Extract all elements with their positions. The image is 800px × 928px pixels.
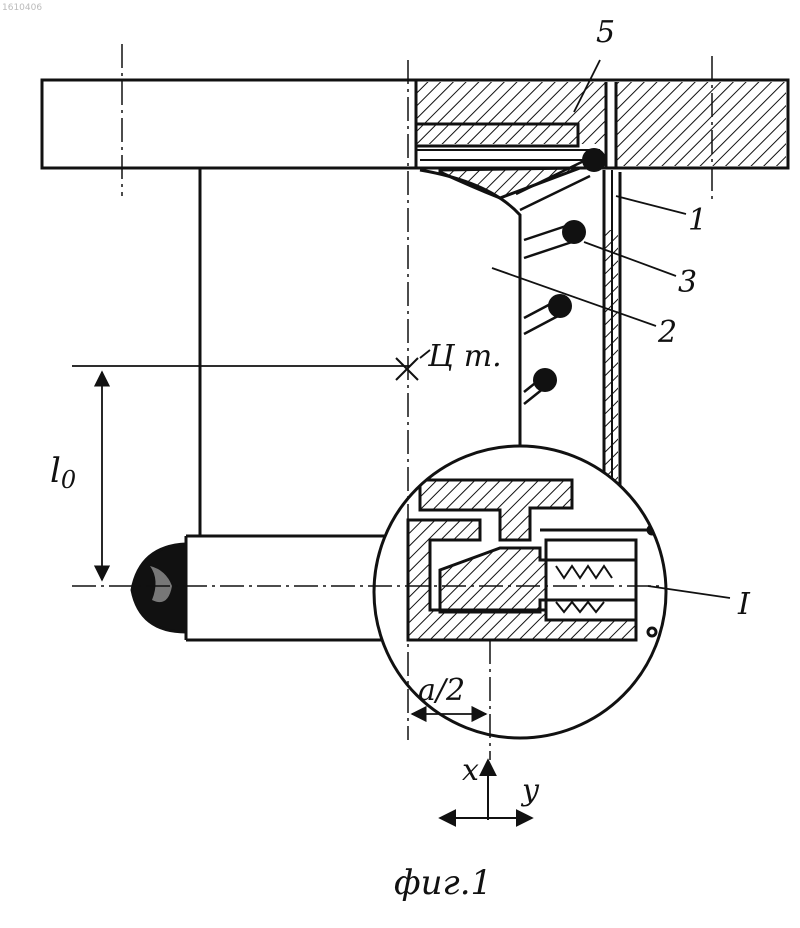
corner-id: 1610406 — [2, 3, 42, 13]
label-axis-y: y — [520, 773, 540, 808]
label-offset: a/2 — [418, 673, 465, 708]
spring-coil-dots — [516, 148, 606, 476]
axes — [440, 760, 532, 820]
label-center-mark: Ц т. — [427, 339, 502, 374]
label-axis-x: x — [462, 753, 479, 788]
label-length: l0 — [50, 451, 76, 494]
label-part-5: 5 — [596, 15, 615, 50]
top-flange — [42, 80, 788, 168]
label-length-sub: 0 — [61, 466, 76, 494]
label-detail-I: I — [737, 587, 751, 622]
figure-caption: фиг.1 — [394, 863, 492, 903]
label-part-1: 1 — [688, 203, 707, 238]
dimension-l0 — [72, 366, 410, 580]
label-part-3: 3 — [678, 265, 697, 300]
center-mark — [396, 358, 418, 380]
label-length-l: l — [50, 451, 61, 491]
label-part-2: 2 — [657, 315, 677, 350]
